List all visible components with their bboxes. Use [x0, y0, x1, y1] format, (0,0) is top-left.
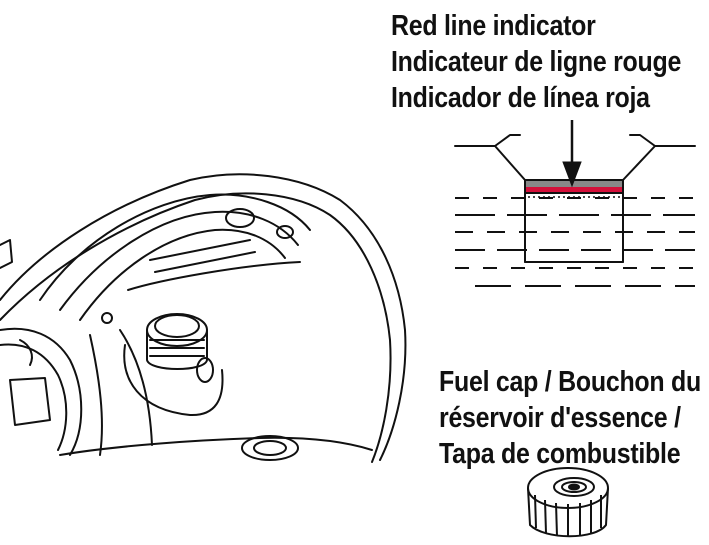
- generator-illustration: [0, 173, 407, 463]
- red-line-indicator-label: Red line indicator Indicateur de ligne r…: [391, 8, 681, 116]
- down-arrow-icon: [562, 120, 582, 188]
- strainer-band: [526, 181, 622, 187]
- label-english: Red line indicator: [391, 10, 596, 42]
- red-line-indicator: [526, 187, 622, 193]
- fuel-cap-label-line2: réservoir d'essence /: [439, 402, 681, 434]
- fuel-cap-label-line3: Tapa de combustible: [439, 438, 681, 470]
- label-french: Indicateur de ligne rouge: [391, 46, 682, 78]
- fuel-level-lines: [455, 197, 695, 287]
- fuel-cap-label: Fuel cap / Bouchon du réservoir d'essenc…: [439, 364, 701, 472]
- fuel-cap-label-line1: Fuel cap / Bouchon du: [439, 366, 702, 398]
- fuel-cap-icon: [527, 467, 609, 538]
- label-spanish: Indicador de línea roja: [391, 82, 650, 114]
